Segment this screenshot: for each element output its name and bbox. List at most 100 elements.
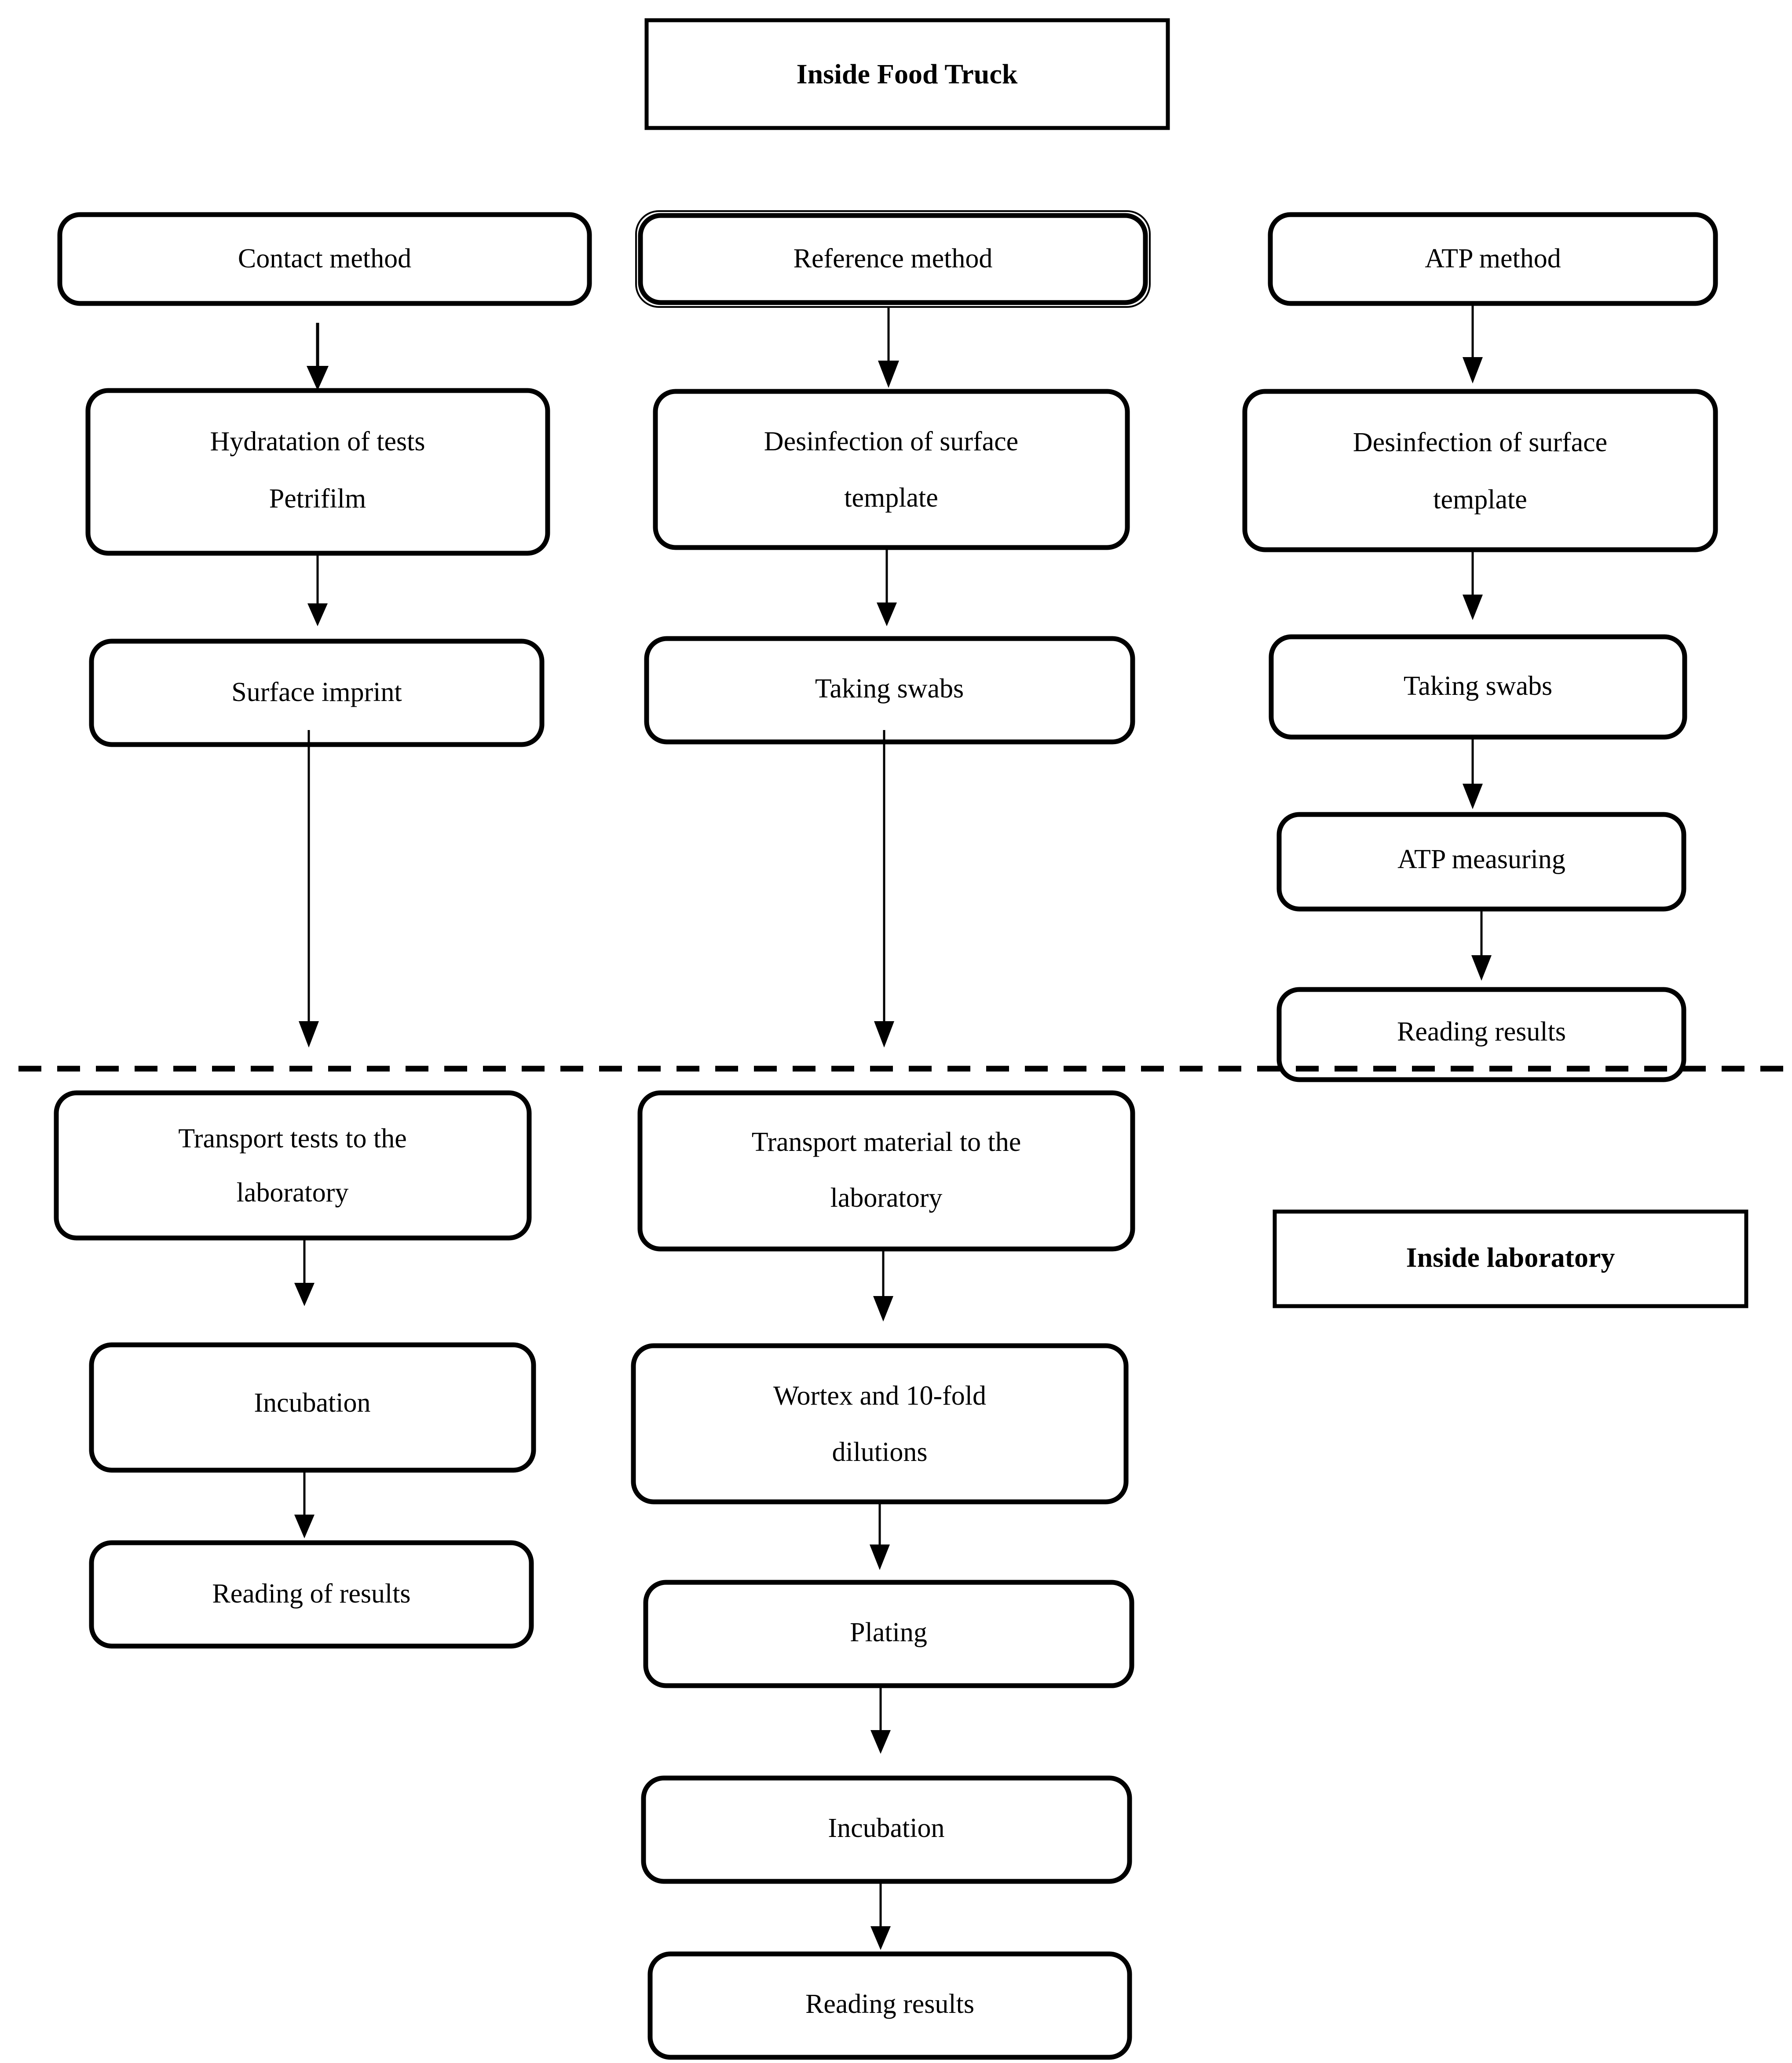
node-contact-method[interactable]: Contact method [57,212,592,306]
arrow-desinfection-to-swabs-ref [877,548,897,626]
node-hydratation-petrifilm-line1: Hydratation of tests [210,427,425,456]
node-transport-material-lab-line2: laboratory [830,1183,943,1213]
arrow-head-icon [1463,595,1483,620]
node-incubation-contact[interactable]: Incubation [89,1342,536,1473]
node-taking-swabs-atp[interactable]: Taking swabs [1269,634,1687,740]
node-plating-label: Plating [850,1618,927,1647]
node-reading-results-atp-box[interactable] [1276,987,1686,1082]
node-taking-swabs-ref[interactable]: Taking swabs [644,636,1135,745]
node-wortex-dilutions-line2: dilutions [832,1437,927,1467]
node-plating-box[interactable] [643,1580,1134,1688]
node-wortex-dilutions-box[interactable] [631,1343,1129,1504]
arrow-head-icon [870,1545,890,1570]
arrow-head-icon [873,1296,893,1322]
node-surface-imprint[interactable]: Surface imprint [89,639,545,747]
arrow-head-icon [307,366,329,391]
node-hydratation-petrifilm-line2: Petrifilm [269,484,366,514]
zone-title-laboratory-box [1273,1209,1748,1308]
node-contact-method-label: Contact method [238,244,411,274]
node-desinfection-template-ref-line1: Desinfection of surface [764,427,1018,456]
node-reference-method-outer-border [635,210,1151,308]
arrow-swabs-to-transport-ref [874,730,894,1048]
node-reading-results-reference-box[interactable] [647,1951,1132,2060]
arrow-head-icon [1463,357,1483,383]
node-reference-method-box[interactable] [638,213,1148,305]
node-reference-method-label: Reference method [794,244,993,274]
arrow-imprint-to-transport [299,730,319,1048]
zone-title-food-truck-box [644,18,1170,130]
arrow-head-icon [874,1021,894,1048]
node-atp-method-label: ATP method [1425,244,1561,274]
node-surface-imprint-box[interactable] [89,639,545,747]
arrow-head-icon [307,603,328,626]
node-transport-material-lab-line1: Transport material to the [752,1127,1021,1157]
node-taking-swabs-atp-label: Taking swabs [1404,671,1552,701]
arrow-head-icon [299,1021,319,1048]
node-incubation-contact-box[interactable] [89,1342,536,1473]
node-hydratation-petrifilm[interactable]: Hydratation of tests Petrifilm [85,388,550,556]
node-desinfection-template-ref[interactable]: Desinfection of surface template [653,389,1130,550]
node-taking-swabs-atp-box[interactable] [1269,634,1687,740]
node-incubation-contact-label: Incubation [254,1388,370,1418]
arrow-desinfection-to-swabs-atp [1463,550,1483,620]
node-plating[interactable]: Plating [643,1580,1134,1688]
node-atp-method[interactable]: ATP method [1268,212,1718,306]
node-desinfection-template-atp-box[interactable] [1242,389,1718,552]
arrow-head-icon [1463,784,1483,809]
arrow-head-icon [294,1515,315,1538]
arrow-atp-to-desinfection [1463,303,1483,383]
node-reading-of-results-contact[interactable]: Reading of results [89,1540,534,1649]
arrow-transport-to-wortex [873,1249,893,1322]
arrow-wortex-to-plating [870,1502,890,1570]
zone-title-food-truck-label: Inside Food Truck [797,58,1018,90]
node-transport-tests-lab-line1: Transport tests to the [178,1124,407,1154]
node-reading-results-atp-label: Reading results [1397,1017,1566,1047]
arrow-incubation-to-reading-ref [870,1881,891,1950]
arrow-reference-to-desinfection [878,308,899,388]
arrow-head-icon [294,1283,315,1306]
node-incubation-reference-box[interactable] [641,1775,1132,1884]
node-transport-tests-lab[interactable]: Transport tests to the laboratory [54,1090,532,1241]
node-atp-measuring-label: ATP measuring [1397,844,1565,874]
arrow-transport-to-incubation [294,1238,315,1306]
node-desinfection-template-atp-line2: template [1433,485,1527,515]
arrow-incubation-to-reading [294,1470,315,1538]
node-hydratation-petrifilm-box[interactable] [85,388,550,556]
node-transport-material-lab[interactable]: Transport material to the laboratory [637,1090,1135,1252]
arrow-plating-to-incubation [870,1686,891,1754]
node-contact-method-box[interactable] [57,212,592,306]
arrow-swabs-to-atp-measuring [1463,737,1483,809]
arrow-hydratation-to-imprint [307,553,328,626]
node-reading-of-results-contact-label: Reading of results [212,1579,410,1609]
zone-title-food-truck: Inside Food Truck [644,18,1170,130]
node-desinfection-template-ref-line2: template [844,483,938,513]
node-taking-swabs-ref-label: Taking swabs [815,674,964,704]
node-transport-material-lab-box[interactable] [637,1090,1135,1252]
node-reading-results-reference[interactable]: Reading results [647,1951,1132,2060]
node-reading-results-reference-label: Reading results [805,1989,974,2019]
node-desinfection-template-atp[interactable]: Desinfection of surface template [1242,389,1718,552]
arrow-contact-to-hydratation [307,323,329,391]
node-desinfection-template-atp-line1: Desinfection of surface [1353,427,1607,457]
node-reference-method[interactable]: Reference method [635,210,1151,308]
arrow-head-icon [877,602,897,626]
node-reading-results-atp[interactable]: Reading results [1276,987,1686,1082]
node-atp-method-box[interactable] [1268,212,1718,306]
node-incubation-reference-label: Incubation [828,1813,944,1843]
arrow-head-icon [870,1926,891,1950]
node-taking-swabs-ref-box[interactable] [644,636,1135,745]
arrow-head-icon [870,1730,891,1754]
node-transport-tests-lab-box[interactable] [54,1090,532,1241]
zone-title-laboratory: Inside laboratory [1273,1209,1748,1308]
node-wortex-dilutions-line1: Wortex and 10-fold [773,1381,986,1411]
node-atp-measuring[interactable]: ATP measuring [1276,812,1686,912]
node-transport-tests-lab-line2: laboratory [237,1178,349,1208]
arrow-head-icon [1471,955,1492,981]
node-reading-of-results-contact-box[interactable] [89,1540,534,1649]
zone-title-laboratory-label: Inside laboratory [1406,1242,1615,1273]
node-incubation-reference[interactable]: Incubation [641,1775,1132,1884]
node-wortex-dilutions[interactable]: Wortex and 10-fold dilutions [631,1343,1129,1504]
node-desinfection-template-ref-box[interactable] [653,389,1130,550]
